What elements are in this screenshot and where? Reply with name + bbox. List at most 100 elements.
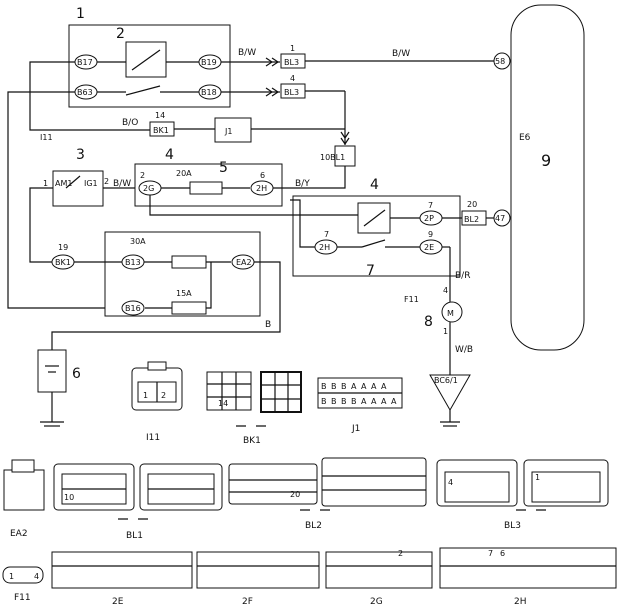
pin-2e-label: 2E — [424, 243, 434, 252]
j1-row1-6: A — [381, 382, 387, 391]
pin-58-label: 58 — [495, 57, 505, 66]
bk1-19-pin: 19 — [58, 243, 68, 252]
bl2-label: BL2 — [464, 215, 479, 224]
callout-4b: 4 — [370, 177, 379, 193]
callout-1: 1 — [76, 6, 85, 22]
bl1-face-pin: 10 — [64, 493, 74, 502]
i11-pin-2: 2 — [161, 391, 166, 400]
bk1-caption: BK1 — [243, 436, 261, 446]
connector-bl2-face: 20 — [228, 457, 427, 507]
j1-row2-4: A — [361, 397, 367, 406]
fuse-30a — [171, 255, 207, 269]
connector-bl3-face: 4 1 — [436, 459, 609, 507]
bk1-top-label: BK1 — [153, 126, 169, 135]
pin-58 — [493, 52, 511, 70]
2h-caption: 2H — [514, 597, 527, 607]
b16-label: B16 — [125, 304, 141, 313]
am1-label: AM1 — [55, 179, 72, 188]
am1-pin: 1 — [43, 179, 48, 188]
j1-row2-0: B — [321, 397, 327, 406]
connector-ea2-face — [3, 459, 45, 511]
fuse-30a-label: 30A — [130, 237, 146, 246]
pin-b19-label: B19 — [201, 58, 217, 67]
bl3-caption: BL3 — [504, 521, 521, 531]
pin-b18-label: B18 — [201, 88, 217, 97]
wire-b-bottom: B — [265, 320, 271, 330]
callout-5a: 5 — [219, 160, 228, 176]
f11-pin-4: 4 — [443, 286, 448, 295]
pin-2g-label: 2G — [143, 184, 154, 193]
pin-47-label: 47 — [495, 214, 505, 223]
bl1-caption: BL1 — [126, 531, 143, 541]
callout-8: 8 — [424, 314, 433, 330]
j1-row1-2: B — [341, 382, 347, 391]
fuse-15a-label: 15A — [176, 289, 192, 298]
connector-j1-top — [214, 117, 252, 143]
connector-2g-face: 2 — [325, 549, 433, 589]
j1-caption: J1 — [351, 424, 360, 434]
j1-row2-7: A — [391, 397, 397, 406]
connector-2h-face: 7 6 — [439, 547, 617, 589]
j1-row2-3: B — [351, 397, 357, 406]
ig1-pin: 2 — [104, 177, 109, 186]
ignition-switch-contact — [65, 175, 81, 189]
callout-6: 6 — [72, 366, 81, 382]
bl3-1-pin: 1 — [290, 44, 295, 53]
j1-row1-0: B — [321, 382, 327, 391]
fuse-15a — [171, 301, 207, 315]
relay-2-coil-symbol — [131, 49, 161, 71]
ecu-e6-label: E6 — [519, 133, 531, 143]
wire-br: B/R — [455, 271, 470, 281]
connector-bk1-face: 14 — [206, 371, 302, 413]
fuse-20a-label: 20A — [176, 169, 192, 178]
2f-caption: 2F — [242, 597, 253, 607]
fuse-20a — [189, 181, 223, 195]
connector-f11-face: 1 4 — [2, 566, 44, 584]
bk1-face-pin: 14 — [218, 399, 228, 408]
wire-bw-ig: B/W — [113, 179, 131, 189]
fan-motor — [441, 301, 463, 323]
j1-row1-3: A — [351, 382, 357, 391]
pin-2h2-pin: 7 — [324, 230, 329, 239]
relay-7-switch — [361, 239, 386, 248]
bl2-face-pin: 20 — [290, 490, 300, 499]
f11-caption: F11 — [14, 593, 31, 603]
j1-row1-4: A — [361, 382, 367, 391]
connector-bl1-face: 10 — [53, 463, 223, 511]
battery-6 — [37, 349, 67, 393]
f11-pin-1: 1 — [443, 327, 448, 336]
2h-face-pin-6: 6 — [500, 549, 505, 558]
f11-face-pin-4: 4 — [34, 572, 39, 581]
pin-47 — [493, 209, 511, 227]
connector-i11-face: 1 2 — [131, 361, 183, 411]
pin-2h2-label: 2H — [319, 243, 330, 252]
j1-row2-5: A — [371, 397, 377, 406]
motor-label: M — [447, 309, 454, 318]
ea2-label: EA2 — [236, 258, 252, 267]
pin-2p-pin: 7 — [428, 201, 433, 210]
j1-row2-1: B — [331, 397, 337, 406]
pin-b63-label: B63 — [77, 88, 93, 97]
bk1-14-pin: 14 — [155, 111, 165, 120]
bc6-label: BC6/1 — [434, 376, 458, 385]
wire-wb: W/B — [455, 345, 473, 355]
wire-bo: B/O — [122, 118, 138, 128]
bl2-pin: 20 — [467, 200, 477, 209]
callout-2: 2 — [116, 26, 125, 42]
j1-row1-5: A — [371, 382, 377, 391]
i11-pin-1: 1 — [143, 391, 148, 400]
pin-2g-pin: 2 — [140, 171, 145, 180]
j1-row1-1: B — [331, 382, 337, 391]
j1-top-label: J1 — [224, 127, 232, 136]
callout-4a: 4 — [165, 147, 174, 163]
2h-face-pin-7: 7 — [488, 549, 493, 558]
wire-bw-1: B/W — [238, 48, 256, 58]
callout-9: 9 — [541, 151, 551, 170]
pin-2h-label: 2H — [256, 184, 267, 193]
j1-row2-6: A — [381, 397, 387, 406]
relay-2-switch — [125, 85, 161, 96]
ecu-e6-module — [510, 4, 585, 351]
ig1-label: IG1 — [84, 179, 98, 188]
bk1-mid-label: BK1 — [55, 258, 71, 267]
bl3-4-pin: 4 — [290, 74, 295, 83]
